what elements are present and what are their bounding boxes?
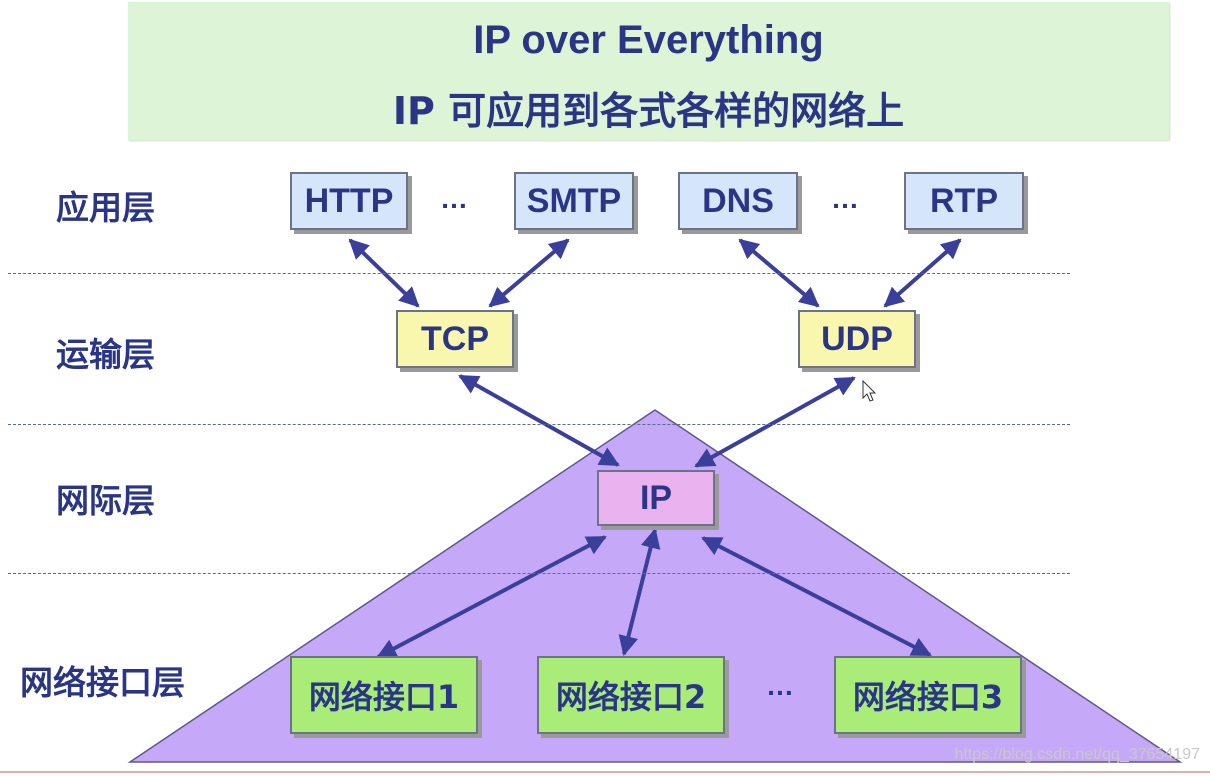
- watermark-text: https://blog.csdn.net/qq_37654197: [954, 746, 1200, 763]
- arrow-ip-net3: [701, 536, 932, 657]
- title-banner: IP over Everything IP 可应用到各式各样的网络上: [128, 2, 1169, 140]
- arrow-udp-ip: [694, 376, 856, 468]
- network-interface-box-1: 网络接口1: [290, 656, 478, 734]
- protocol-box-smtp: SMTP: [514, 172, 634, 230]
- bottom-rule: [0, 771, 1210, 773]
- ellipsis-app-1: …: [440, 183, 468, 214]
- ellipsis-app-2: …: [831, 183, 859, 214]
- arrow-ip-net1: [376, 535, 607, 659]
- protocol-box-dns: DNS: [678, 172, 798, 230]
- title-line-1: IP over Everything: [473, 18, 824, 62]
- layer-divider-3: [8, 573, 1070, 574]
- layer-divider-2: [8, 424, 1070, 425]
- protocol-box-udp: UDP: [798, 310, 916, 368]
- network-interface-box-3: 网络接口3: [834, 656, 1022, 734]
- protocol-box-ip: IP: [597, 470, 715, 526]
- network-interface-box-2: 网络接口2: [537, 656, 725, 734]
- layer-label-application: 应用层: [56, 188, 155, 227]
- ellipsis-net: …: [766, 670, 794, 701]
- protocol-box-rtp: RTP: [904, 172, 1024, 230]
- protocol-box-tcp: TCP: [396, 310, 514, 368]
- layer-label-network-interface: 网络接口层: [20, 663, 185, 702]
- title-line-2: IP 可应用到各式各样的网络上: [392, 89, 905, 133]
- layer-label-internet: 网际层: [56, 481, 155, 520]
- arrow-ip-net2: [618, 528, 661, 656]
- layer-label-transport: 运输层: [56, 335, 155, 374]
- arrow-tcp-ip: [458, 374, 620, 467]
- protocol-box-http: HTTP: [290, 172, 408, 230]
- layer-divider-1: [8, 273, 1070, 274]
